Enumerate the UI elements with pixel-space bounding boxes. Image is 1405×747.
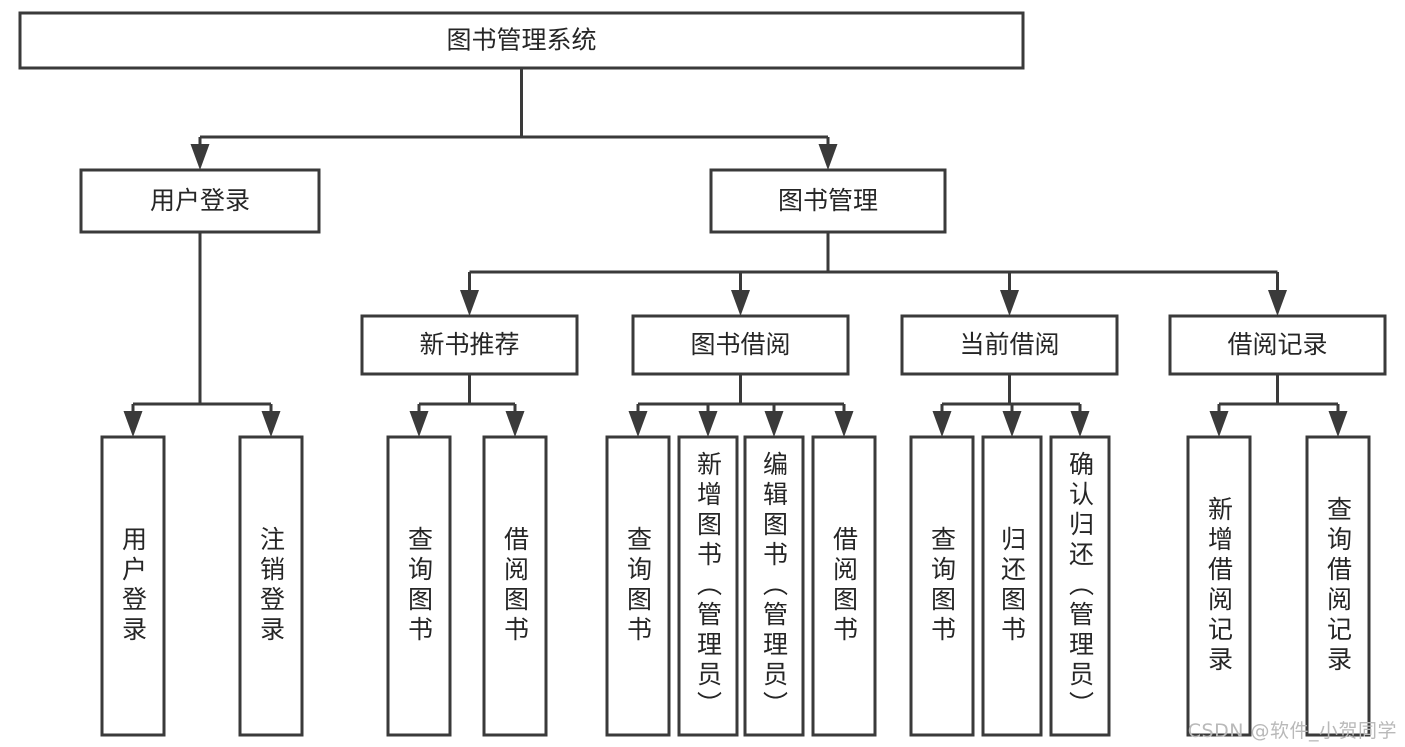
level2-node-3-label: 借阅记录 <box>1227 330 1327 359</box>
root-node-label: 图书管理系统 <box>446 26 596 55</box>
books-to-level2-arrowhead-0 <box>460 290 479 316</box>
group-2-arrowhead-3 <box>834 411 854 437</box>
level1-node-1-label: 图书管理 <box>778 186 878 215</box>
level2-node-2-label: 当前借阅 <box>959 330 1059 359</box>
root-node-box[interactable] <box>18 11 1025 70</box>
leaf-node-1-box[interactable] <box>238 435 304 737</box>
leaf-node-5-box[interactable] <box>677 435 739 737</box>
group-2-arrowhead-2 <box>764 411 784 437</box>
leaf-node-7-box[interactable] <box>811 435 877 737</box>
level2-node-0-box[interactable] <box>360 314 579 376</box>
watermark-csdn: CSDN @软件_小贺同学 <box>1187 720 1397 742</box>
group-0-arrowhead-0 <box>123 411 143 437</box>
group-3-arrowhead-0 <box>932 411 952 437</box>
root-to-level1-arrowhead-1 <box>818 144 838 170</box>
level2-node-2-box[interactable] <box>900 314 1119 376</box>
group-4-arrowhead-1 <box>1328 411 1348 437</box>
level2-node-3-box[interactable] <box>1168 314 1387 376</box>
group-1-arrowhead-0 <box>409 411 429 437</box>
group-1-arrowhead-1 <box>505 411 525 437</box>
leaf-node-4-box[interactable] <box>605 435 671 737</box>
books-to-level2-arrowhead-2 <box>1000 290 1019 316</box>
level1-node-0-box[interactable] <box>79 168 321 234</box>
leaf-node-10-box[interactable] <box>1049 435 1111 737</box>
books-to-level2-arrowhead-1 <box>731 290 750 316</box>
group-2-arrowhead-0 <box>628 411 648 437</box>
level2-node-0-label: 新书推荐 <box>419 330 519 359</box>
level2-node-1-box[interactable] <box>631 314 850 376</box>
root-to-level1-arrowhead-0 <box>190 144 210 170</box>
level1-node-0-label: 用户登录 <box>150 186 250 215</box>
group-0-arrowhead-1 <box>261 411 281 437</box>
leaf-node-2-box[interactable] <box>386 435 452 737</box>
group-3-arrowhead-1 <box>1002 411 1022 437</box>
leaf-node-6-box[interactable] <box>743 435 805 737</box>
level1-node-1-box[interactable] <box>709 168 947 234</box>
group-4-arrowhead-0 <box>1209 411 1229 437</box>
level2-node-1-label: 图书借阅 <box>690 330 790 359</box>
leaf-node-12-box[interactable] <box>1305 435 1371 737</box>
leaf-node-8-box[interactable] <box>909 435 975 737</box>
leaf-node-11-box[interactable] <box>1186 435 1252 737</box>
leaf-node-3-box[interactable] <box>482 435 548 737</box>
box-layer <box>18 11 1387 737</box>
connector-layer <box>123 68 1348 437</box>
books-to-level2-arrowhead-3 <box>1268 290 1287 316</box>
leaf-node-0-box[interactable] <box>100 435 166 737</box>
leaf-node-9-box[interactable] <box>981 435 1043 737</box>
group-3-arrowhead-2 <box>1070 411 1090 437</box>
group-2-arrowhead-1 <box>698 411 718 437</box>
